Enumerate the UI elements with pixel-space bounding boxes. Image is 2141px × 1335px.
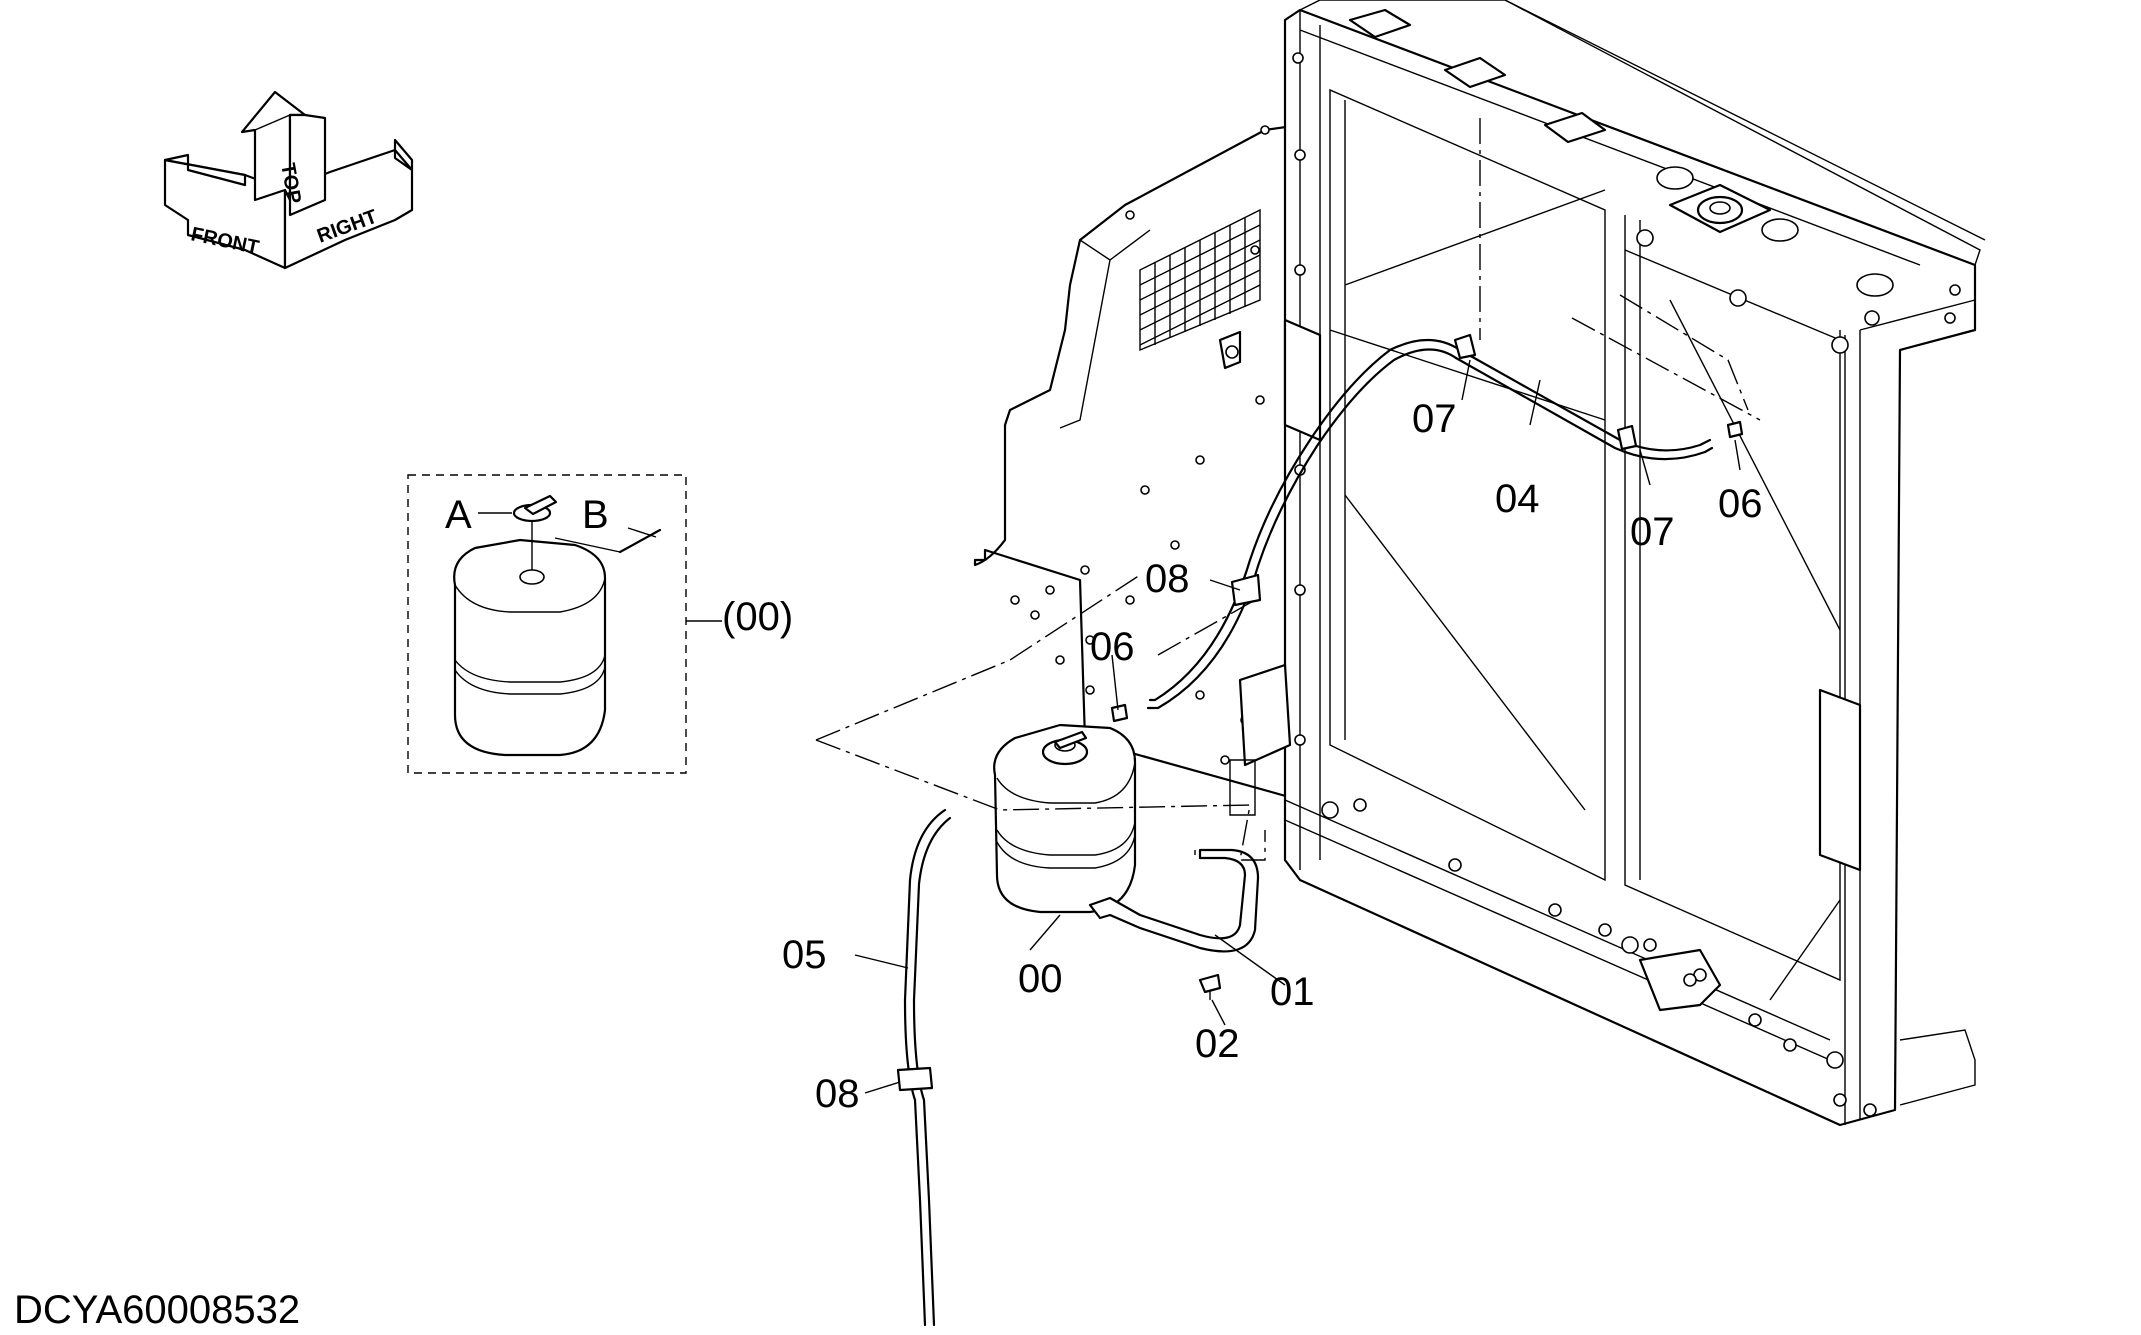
- frame-bolts: [1292, 52, 1961, 1117]
- shroud-grille: [1139, 208, 1261, 352]
- drawing-code: DCYA60008532: [14, 1288, 300, 1332]
- callout-06-left: 06: [1090, 625, 1135, 669]
- callout-02: 02: [1195, 1022, 1240, 1066]
- callout-labels: 00 01 02 04 05 06 06 07 07 08 08: [782, 397, 1763, 1116]
- callout-00: 00: [1018, 957, 1063, 1001]
- shroud-holes: [1010, 125, 1270, 765]
- callout-07-right: 07: [1630, 510, 1675, 554]
- detail-label-b: B: [582, 493, 609, 537]
- detail-callout-00: (00): [722, 595, 793, 639]
- detail-view: A B (00): [407, 474, 793, 774]
- callout-08-lower: 08: [815, 1072, 860, 1116]
- callout-06-right: 06: [1718, 482, 1763, 526]
- hoses: [896, 333, 1744, 1327]
- orientation-symbol: FRONT TOP RIGHT: [163, 90, 414, 270]
- leader-lines: [815, 118, 1761, 1094]
- callout-01: 01: [1270, 970, 1315, 1014]
- callout-07-left: 07: [1412, 397, 1457, 441]
- detail-label-a: A: [445, 493, 472, 537]
- callout-04: 04: [1495, 477, 1540, 521]
- callout-08-upper: 08: [1145, 557, 1190, 601]
- callout-05: 05: [782, 933, 827, 977]
- reservoir-tank: [993, 723, 1137, 914]
